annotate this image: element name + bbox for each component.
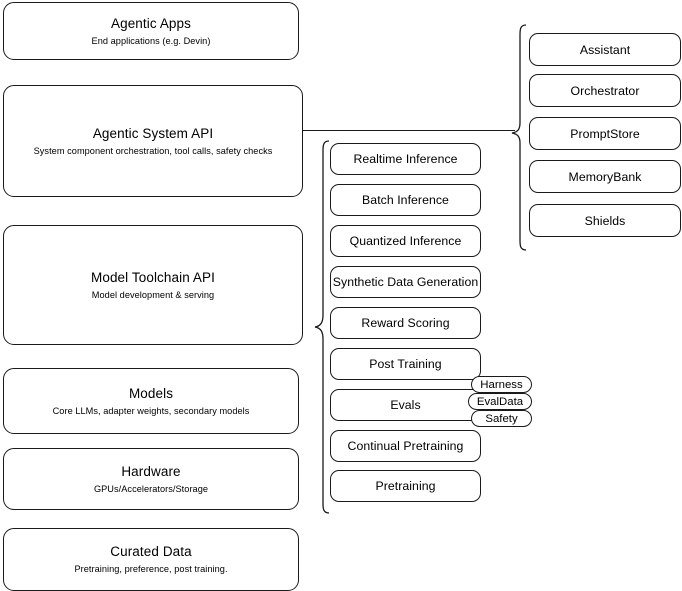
system-component-shields[interactable]: Shields (529, 204, 681, 237)
layer-subtitle: GPUs/Accelerators/Storage (93, 483, 209, 494)
connector-line-system-api (303, 130, 515, 132)
layer-hardware[interactable]: Hardware GPUs/Accelerators/Storage (3, 448, 299, 510)
system-component-label: Assistant (579, 42, 631, 57)
system-component-orchestrator[interactable]: Orchestrator (529, 74, 681, 107)
layer-title: Agentic System API (92, 125, 214, 141)
toolchain-item-label: Quantized Inference (349, 234, 462, 248)
system-component-assistant[interactable]: Assistant (529, 33, 681, 66)
toolchain-item-post-training[interactable]: Post Training (330, 348, 481, 380)
layer-subtitle: Model development & serving (91, 289, 215, 300)
layer-title: Curated Data (110, 544, 192, 559)
system-component-label: PromptStore (570, 126, 640, 141)
system-components-brace (511, 24, 527, 251)
toolchain-item-label: Realtime Inference (353, 152, 458, 166)
layer-subtitle: Pretraining, preference, post training. (74, 564, 228, 574)
toolchain-item-evals[interactable]: Evals (330, 389, 481, 421)
toolchain-item-label: Pretraining (375, 479, 436, 493)
system-component-label: Orchestrator (570, 83, 640, 98)
toolchain-item-synthetic-data-generation[interactable]: Synthetic Data Generation (330, 266, 481, 298)
layer-agentic-system-api[interactable]: Agentic System API System component orch… (3, 85, 303, 197)
toolchain-item-quantized-inference[interactable]: Quantized Inference (330, 225, 481, 257)
layer-curated-data[interactable]: Curated Data Pretraining, preference, po… (3, 528, 299, 591)
toolchain-item-label: Reward Scoring (361, 316, 450, 330)
toolchain-item-label: Batch Inference (362, 193, 449, 207)
layer-agentic-apps[interactable]: Agentic Apps End applications (e.g. Devi… (3, 2, 299, 60)
layer-subtitle: System component orchestration, tool cal… (33, 145, 273, 156)
layer-subtitle: Core LLMs, adapter weights, secondary mo… (52, 405, 250, 416)
system-component-label: MemoryBank (568, 169, 642, 184)
toolchain-item-pretraining[interactable]: Pretraining (330, 470, 481, 502)
eval-badge-evaldata[interactable]: EvalData (468, 393, 532, 410)
system-component-label: Shields (584, 213, 626, 228)
layer-models[interactable]: Models Core LLMs, adapter weights, secon… (3, 368, 299, 434)
system-component-memorybank[interactable]: MemoryBank (529, 160, 681, 193)
system-component-promptstore[interactable]: PromptStore (529, 117, 681, 150)
layer-title: Hardware (121, 463, 181, 479)
eval-badge-label: Harness (480, 378, 523, 391)
toolchain-item-reward-scoring[interactable]: Reward Scoring (330, 307, 481, 339)
toolchain-brace (314, 140, 330, 514)
eval-badge-label: EvalData (476, 395, 524, 408)
toolchain-item-label: Post Training (369, 357, 442, 371)
layer-title: Model Toolchain API (91, 269, 215, 285)
eval-badge-harness[interactable]: Harness (471, 376, 532, 393)
layer-model-toolchain-api[interactable]: Model Toolchain API Model development & … (3, 225, 303, 345)
layer-title: Models (128, 385, 174, 401)
toolchain-item-label: Synthetic Data Generation (332, 275, 479, 289)
toolchain-item-label: Evals (390, 398, 421, 412)
toolchain-item-label: Continual Pretraining (347, 439, 464, 453)
toolchain-item-continual-pretraining[interactable]: Continual Pretraining (330, 430, 481, 462)
toolchain-item-batch-inference[interactable]: Batch Inference (330, 184, 481, 216)
layer-subtitle: End applications (e.g. Devin) (91, 35, 211, 46)
layer-title: Agentic Apps (110, 15, 191, 31)
toolchain-item-realtime-inference[interactable]: Realtime Inference (330, 143, 481, 175)
eval-badge-label: Safety (485, 412, 518, 425)
eval-badge-safety[interactable]: Safety (471, 410, 532, 427)
